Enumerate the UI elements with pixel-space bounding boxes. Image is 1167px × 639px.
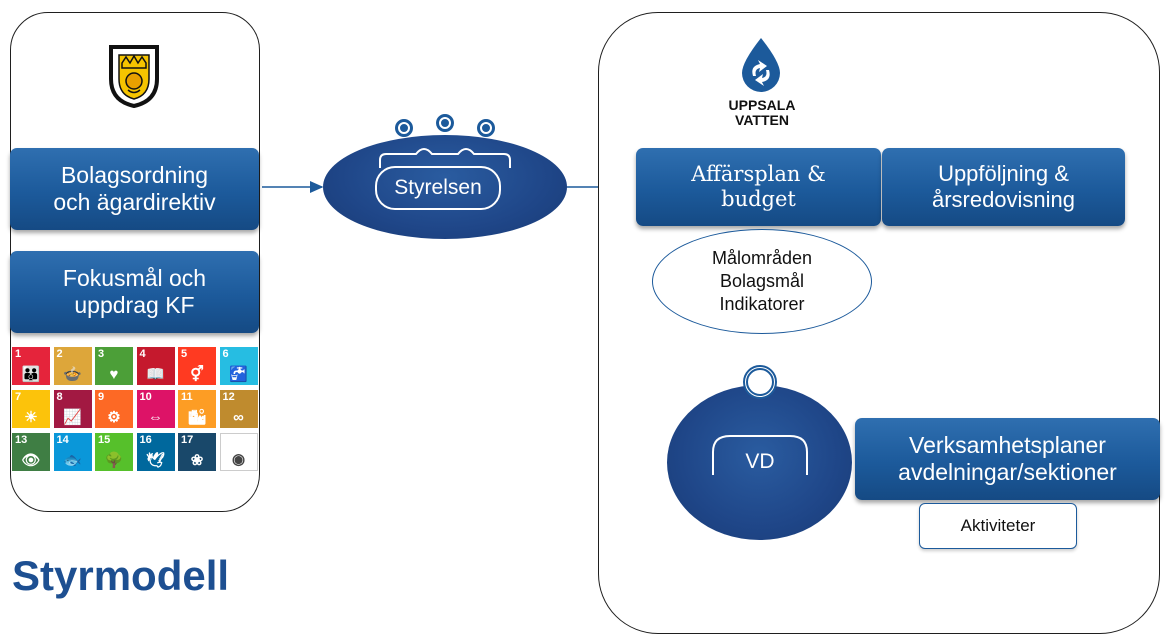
bolagsordning-line-2: och ägardirektiv — [53, 189, 216, 215]
sdg-tile-number: 16 — [139, 434, 152, 446]
sdg-tile-icon: ⇔ — [148, 409, 163, 426]
styrelsen-pill: Styrelsen — [375, 166, 501, 210]
sdg-tile-5: 5⚥ — [178, 347, 216, 385]
sdg-tile-11: 11 🏙 — [178, 390, 216, 428]
styrelsen-label: Styrelsen — [394, 176, 482, 199]
uppfoljning-line-1: Uppföljning & — [938, 161, 1069, 187]
sdg-tile-icon: 🍲 — [63, 366, 82, 383]
vd-ellipse — [667, 385, 852, 540]
sdg-tile-number: 9 — [98, 391, 105, 403]
sdg-tile-16: 16 🕊 — [136, 433, 175, 471]
page-title: Styrmodell — [12, 552, 230, 599]
sdg-tile-6: 6🚰 — [219, 347, 258, 385]
verksamhetsplaner-box: Verksamhetsplaner avdelningar/sektioner — [855, 418, 1160, 500]
affarsplan-line-2: budget — [721, 187, 796, 211]
sdg-tile-number: 6 — [222, 348, 229, 360]
sdg-tile-7: 7☀ — [12, 390, 50, 428]
uppsala-vatten-logo-text: UPPSALA VATTEN — [714, 98, 810, 127]
sdg-tile-1: 1👪 — [12, 347, 50, 385]
uppsala-kommun-crest-icon — [109, 45, 159, 109]
sdg-tile-number: 7 — [15, 391, 22, 403]
sdg-tile-icon: ⚥ — [190, 366, 204, 383]
sdg-tile-8: 8📈 — [53, 390, 92, 428]
sdg-tile-icon: 📈 — [63, 409, 82, 426]
sdg-tile-12: 12 ∞ — [219, 390, 258, 428]
sdg-tile-icon: 🏙 — [187, 409, 207, 426]
sdg-tile-icon: 🌳 — [104, 452, 124, 469]
sdg-tile-number: 4 — [139, 348, 146, 360]
sdg-tile-icon: 👁 — [21, 452, 41, 469]
sdg-tile-13: 13 👁 — [12, 433, 50, 471]
sdg-tile-number: 17 — [181, 434, 194, 446]
verksamhetsplaner-line-2: avdelningar/sektioner — [898, 459, 1117, 485]
sdg-tile-9: 9⚙ — [95, 390, 133, 428]
fokusmal-box: Fokusmål och uppdrag KF — [10, 251, 259, 333]
sdg-tile-number: 15 — [98, 434, 111, 446]
uppfoljning-line-2: årsredovisning — [931, 187, 1076, 212]
sdg-tile-icon: 📖 — [146, 366, 165, 383]
sdg-tile-number: 10 — [139, 391, 152, 403]
sdg-tile-number: 5 — [181, 348, 188, 360]
sdg-tile-number: 13 — [15, 434, 28, 446]
sdg-tile-14: 14 🐟 — [53, 433, 92, 471]
fokusmal-line-2: uppdrag KF — [74, 292, 195, 318]
sdg-logo-tile: ◉ — [219, 433, 258, 471]
sdg-tile-icon: 🐟 — [63, 452, 82, 469]
sdg-tile-icon: 🚰 — [229, 366, 248, 383]
vd-label: VD — [745, 450, 775, 473]
sdg-tile-2: 2🍲 — [53, 347, 92, 385]
goals-line-1: Målområden — [711, 247, 813, 268]
uppfoljning-box: Uppföljning & årsredovisning — [882, 148, 1125, 226]
goals-line-2: Bolagsmål — [719, 270, 805, 291]
sdg-tile-icon: 👪 — [21, 366, 41, 383]
affarsplan-box: Affärsplan & budget — [636, 148, 881, 226]
sdg-tile-3: 3♥ — [95, 347, 133, 385]
bolagsordning-line-1: Bolagsordning — [60, 162, 209, 189]
goals-ellipse: Målområden Bolagsmål Indikatorer — [652, 229, 872, 334]
sdg-tile-number: 2 — [56, 348, 63, 360]
sdg-tile-icon: ☀ — [24, 409, 38, 426]
sdg-tile-4: 4📖 — [136, 347, 175, 385]
fokusmal-line-1: Fokusmål och — [62, 265, 207, 292]
sdg-tile-icon: 🕊 — [145, 452, 166, 469]
bolagsordning-box: Bolagsordning och ägardirektiv — [10, 148, 259, 230]
goals-line-3: Indikatorer — [719, 294, 805, 315]
sdg-tile-number: 14 — [56, 434, 69, 446]
ceo-person-outline-icon — [712, 365, 808, 475]
sdg-tile-number: 11 — [181, 391, 193, 403]
styrelsen-ellipse — [323, 135, 567, 239]
aktiviteter-box: Aktiviteter — [919, 503, 1077, 549]
sdg-tile-number: 3 — [98, 348, 105, 360]
sdg-tile-icon: ❀ — [190, 452, 204, 469]
sdg-tile-icon: ⚙ — [107, 409, 121, 426]
affarsplan-line-1: Affärsplan & — [691, 162, 826, 187]
sdg-tile-icon: ♥ — [109, 366, 119, 383]
sdg-tile-number: 8 — [56, 391, 63, 403]
verksamhetsplaner-line-1: Verksamhetsplaner — [909, 432, 1106, 459]
sdg-tile-icon: ◉ — [231, 451, 246, 468]
sdg-tile-10: 10 ⇔ — [136, 390, 175, 428]
logo-text-line-1: UPPSALA — [728, 97, 796, 113]
sdg-goals-grid: 1👪2🍲3♥4📖5⚥6🚰7☀8📈9⚙10⇔11🏙12∞13👁14🐟15🌳16🕊1… — [12, 347, 258, 474]
sdg-tile-number: 1 — [15, 348, 22, 360]
sdg-tile-15: 15 🌳 — [95, 433, 133, 471]
aktiviteter-label: Aktiviteter — [960, 516, 1036, 535]
water-drop-logo-icon — [742, 38, 780, 92]
board-table-outline — [379, 148, 511, 168]
sdg-tile-icon: ∞ — [233, 409, 244, 426]
logo-text-line-2: VATTEN — [735, 111, 789, 128]
sdg-tile-17: 17 ❀ — [178, 433, 216, 471]
sdg-tile-number: 12 — [222, 391, 235, 403]
